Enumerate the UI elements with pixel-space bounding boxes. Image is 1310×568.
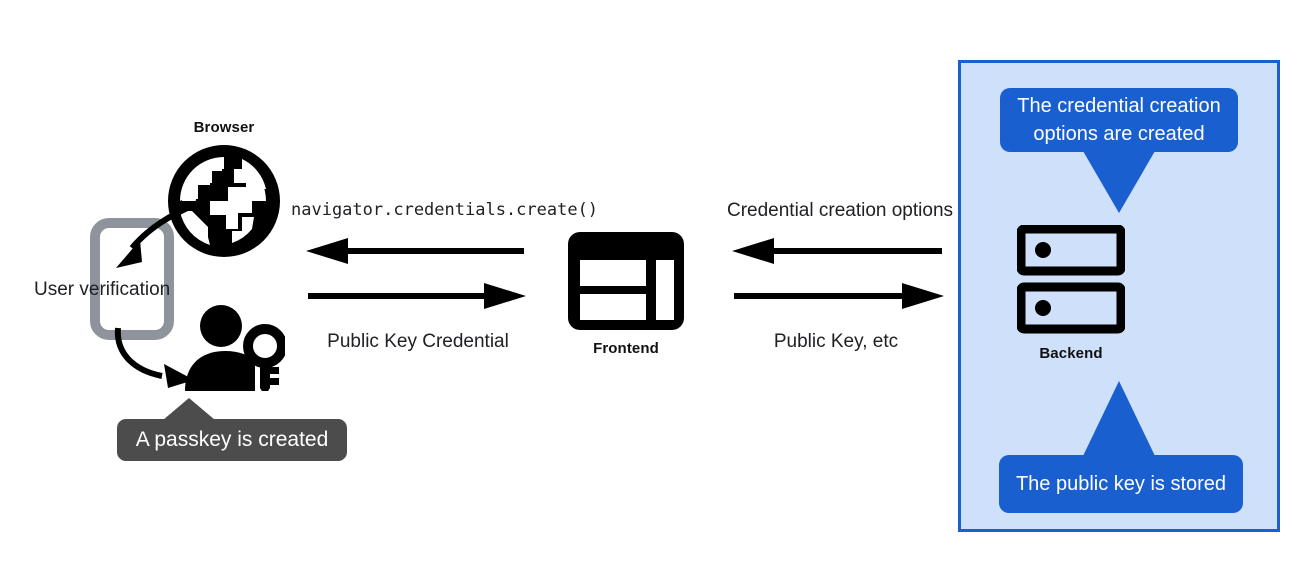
callout-credential-options: The credential creation options are crea… bbox=[1000, 88, 1238, 152]
globe-icon bbox=[166, 143, 282, 259]
backend-label: Backend bbox=[1039, 345, 1103, 362]
callout-public-key-stored: The public key is stored bbox=[999, 455, 1243, 513]
callout-credential-options-text: The credential creation options are crea… bbox=[1000, 88, 1238, 152]
arrow-backend-left bbox=[732, 238, 944, 264]
browser-label: Browser bbox=[193, 119, 255, 136]
passkey-tooltip-tail bbox=[163, 398, 215, 420]
server-rack-icon bbox=[1016, 224, 1126, 335]
arrow-browser-right bbox=[306, 283, 526, 309]
callout-public-key-stored-tail bbox=[1083, 381, 1155, 456]
smartphone-icon bbox=[90, 218, 174, 340]
passkey-tooltip-text: A passkey is created bbox=[135, 428, 329, 451]
callout-credential-options-tail bbox=[1083, 151, 1155, 213]
arrow-label-navigator-credentials-create: navigator.credentials.create() bbox=[291, 200, 599, 220]
browser-to-phone-arrow bbox=[100, 196, 210, 276]
callout-public-key-stored-text: The public key is stored bbox=[999, 455, 1243, 513]
arrow-browser-left bbox=[306, 238, 526, 264]
arrow-label-credential-creation-options: Credential creation options bbox=[726, 200, 954, 221]
arrow-label-public-key-etc: Public Key, etc bbox=[773, 331, 899, 352]
frontend-label: Frontend bbox=[593, 340, 659, 357]
user-with-key-icon bbox=[181, 305, 287, 396]
user-verification-label: User verification bbox=[34, 279, 171, 300]
web-layout-icon bbox=[568, 232, 684, 330]
passkey-tooltip: A passkey is created bbox=[117, 419, 347, 461]
arrow-label-public-key-credential: Public Key Credential bbox=[327, 331, 509, 352]
arrow-backend-right bbox=[732, 283, 944, 309]
